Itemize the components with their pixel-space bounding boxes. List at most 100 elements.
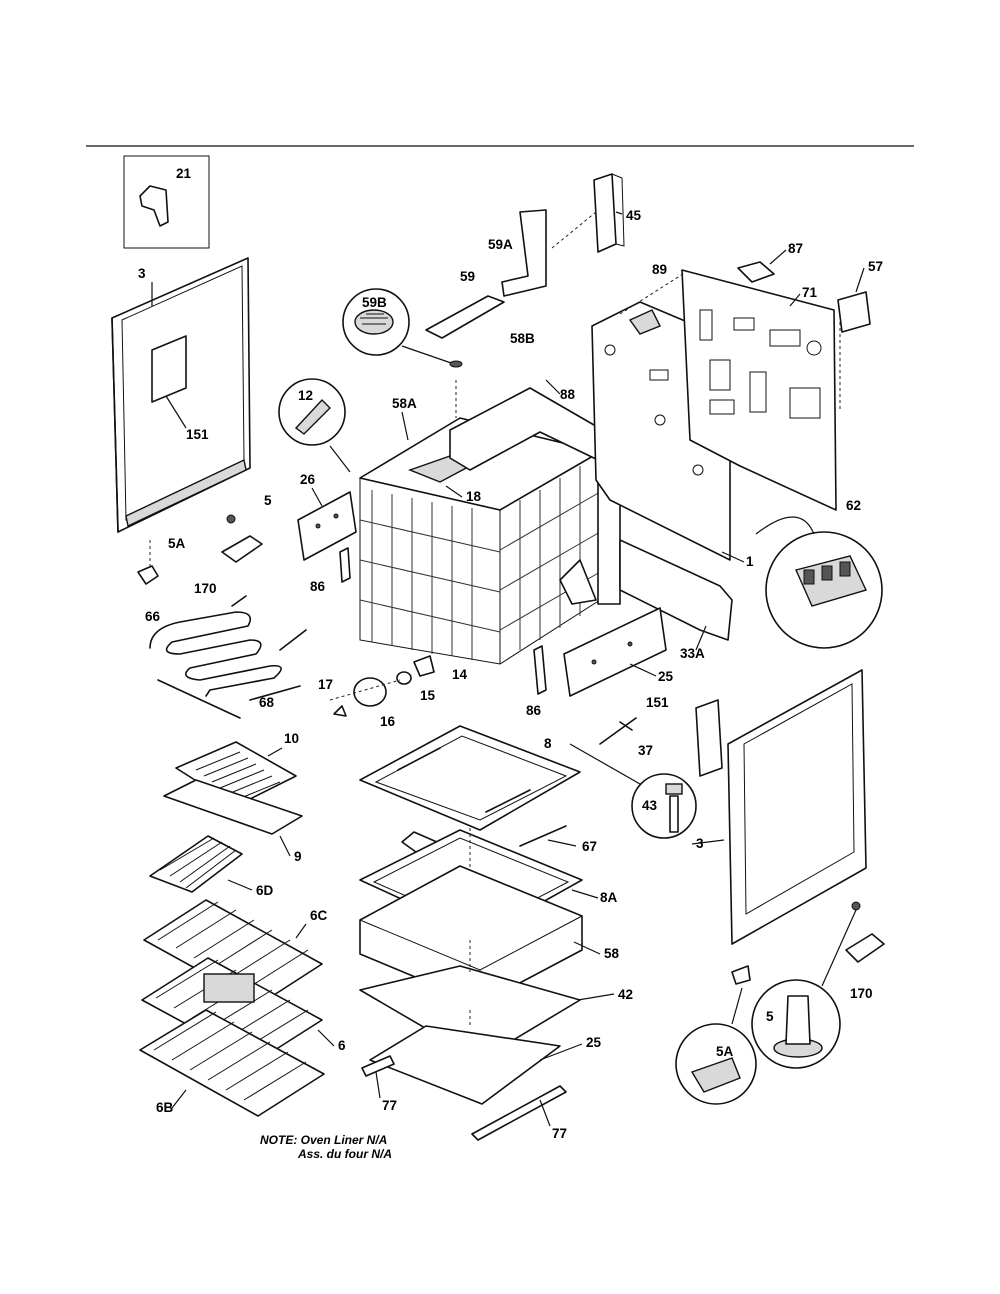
- part-66-bake-element: [149, 595, 307, 697]
- part-68-rod: [157, 679, 301, 719]
- part-26-bracket-upper: [297, 491, 357, 561]
- callout-58A: 58A: [392, 396, 417, 411]
- part-5-detail: [751, 909, 857, 1069]
- callout-170: 170: [850, 986, 873, 1001]
- callout-87: 87: [788, 241, 803, 256]
- note-line-1: NOTE: Oven Liner N/A: [260, 1133, 387, 1147]
- callout-68: 68: [259, 695, 275, 710]
- part-151-bracket-right: [695, 699, 723, 777]
- callout-45: 45: [626, 208, 642, 223]
- part-86-bracket-upper: [339, 547, 351, 583]
- callout-25: 25: [658, 669, 674, 684]
- callout-17: 17: [318, 677, 333, 692]
- part-21-inset: [123, 155, 210, 249]
- part-77-rail-left: [361, 1055, 395, 1077]
- part-170-bracket-left: [221, 535, 263, 563]
- callout-5A: 5A: [716, 1044, 734, 1059]
- part-5A-leveler-right: [731, 965, 751, 985]
- part-33A-rail: [619, 539, 733, 641]
- callout-6: 6: [338, 1038, 346, 1053]
- part-170-bracket-right: [845, 933, 885, 963]
- part-15-bulb: [396, 671, 412, 685]
- part-77-rail-right: [471, 1085, 567, 1141]
- alignment-lines: [329, 211, 841, 1026]
- callout-66: 66: [145, 609, 161, 624]
- callout-15: 15: [420, 688, 436, 703]
- callout-59B: 59B: [362, 295, 387, 310]
- callout-6C: 6C: [310, 908, 328, 923]
- back-cover-71: [681, 269, 837, 511]
- callout-62: 62: [846, 498, 861, 513]
- callout-88: 88: [560, 387, 576, 402]
- callout-86: 86: [526, 703, 542, 718]
- part-59B-detail: [342, 288, 463, 368]
- callout-37: 37: [638, 743, 653, 758]
- callout-71: 71: [802, 285, 818, 300]
- part-59-duct: [425, 295, 505, 339]
- part-37-sensor: [599, 717, 637, 745]
- part-57-plate: [837, 291, 871, 333]
- right-side-panel: [727, 669, 867, 945]
- callout-77: 77: [552, 1126, 567, 1141]
- callout-5: 5: [766, 1009, 774, 1024]
- callout-5: 5: [264, 493, 272, 508]
- callout-33A: 33A: [680, 646, 705, 661]
- callout-26: 26: [300, 472, 316, 487]
- callout-42: 42: [618, 987, 633, 1002]
- part-12-detail: [278, 378, 351, 473]
- callout-1: 1: [746, 554, 754, 569]
- part-86-bracket-lower: [533, 645, 547, 695]
- part-5A-detail: [675, 987, 757, 1105]
- callout-67: 67: [582, 839, 597, 854]
- part-62-detail: [755, 516, 883, 649]
- callout-14: 14: [452, 667, 468, 682]
- part-43-detail: [569, 743, 697, 839]
- callout-57: 57: [868, 259, 883, 274]
- part-9-broil-pan: [163, 779, 303, 835]
- callout-151: 151: [646, 695, 669, 710]
- callout-10: 10: [284, 731, 299, 746]
- part-87-clip: [737, 261, 775, 283]
- callout-86: 86: [310, 579, 326, 594]
- callout-151: 151: [186, 427, 209, 442]
- part-6D-rack: [149, 835, 243, 893]
- callout-77: 77: [382, 1098, 397, 1113]
- callout-59A: 59A: [488, 237, 513, 252]
- callout-9: 9: [294, 849, 302, 864]
- part-6B-rack: [139, 1009, 325, 1117]
- callout-16: 16: [380, 714, 396, 729]
- callout-18: 18: [466, 489, 482, 504]
- part-14-socket: [413, 655, 435, 677]
- note-line-2: Ass. du four N/A: [297, 1147, 392, 1161]
- callout-leaders: [151, 211, 865, 1127]
- callout-3: 3: [138, 266, 146, 281]
- callout-8A: 8A: [600, 890, 618, 905]
- part-17-clip: [333, 705, 347, 717]
- part-16-lens: [353, 677, 387, 707]
- part-25-bottom-tray: [369, 1025, 561, 1105]
- callout-labels: 21 45 59A 87 3 59 89 71 57 59B 58B 88 12…: [138, 166, 883, 1141]
- part-25-bracket-upper: [563, 607, 667, 697]
- callout-5A: 5A: [168, 536, 186, 551]
- callout-25: 25: [586, 1035, 602, 1050]
- note-block: NOTE: Oven Liner N/A Ass. du four N/A: [260, 1133, 392, 1161]
- part-45-bracket: [593, 173, 625, 253]
- callout-6B: 6B: [156, 1100, 174, 1115]
- callout-6D: 6D: [256, 883, 274, 898]
- callout-58: 58: [604, 946, 620, 961]
- callout-21: 21: [176, 166, 192, 181]
- callout-58B: 58B: [510, 331, 535, 346]
- callout-170: 170: [194, 581, 217, 596]
- part-8-bottom-panel: [359, 725, 581, 831]
- callout-12: 12: [298, 388, 313, 403]
- callout-89: 89: [652, 262, 667, 277]
- callout-8: 8: [544, 736, 552, 751]
- part-5-screw-right: [851, 901, 861, 911]
- part-5A-leveler-left: [137, 540, 159, 585]
- left-side-panel: [111, 257, 251, 533]
- callout-43: 43: [642, 798, 658, 813]
- part-5-screw-left: [226, 514, 236, 524]
- callout-59: 59: [460, 269, 475, 284]
- part-59A-duct: [501, 209, 547, 297]
